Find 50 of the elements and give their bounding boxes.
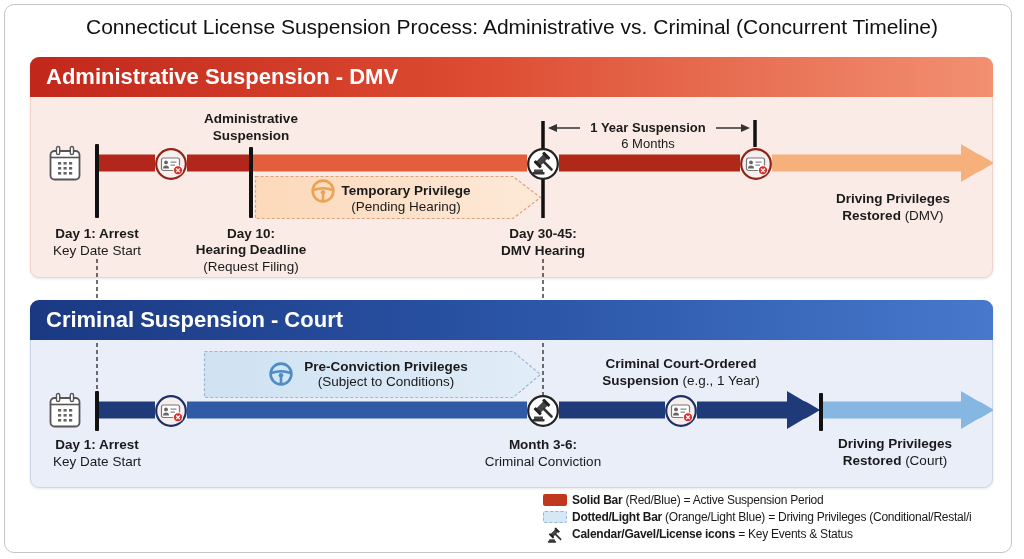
dimension-note: 6 Months [621,136,675,153]
timeline-panel [30,57,993,278]
milestone-label: Day 30-45: DMV Hearing [500,226,586,259]
box-note: (Pending Hearing) [351,199,461,216]
dimension-label: 1 Year Suspension [590,120,706,137]
panel-header: Criminal Suspension - Court [30,300,993,340]
id-card-icon [155,395,187,427]
milestone-label: Day 1: Arrest [55,437,139,454]
dashed-connector [542,258,544,396]
milestone-tick [249,147,253,218]
milestone-note: Criminal Conviction [484,454,602,471]
timeline-arrow [823,391,993,429]
panel-header: Administrative Suspension - DMV [30,57,993,97]
id-card-icon [665,395,697,427]
timeline-bar [99,154,155,172]
milestone-label: Day 10: [227,226,275,243]
dashed-connector [96,258,98,392]
milestone-note: (Request Filing) [203,259,299,276]
timeline-bar [253,154,527,172]
timeline-bar [187,401,527,419]
status-label: Driving Privileges Restored (DMV) [834,191,951,224]
milestone-tick [95,144,99,218]
timeline-bar [99,401,155,419]
timeline-arrow [697,391,819,429]
timeline-bar [559,401,665,419]
milestone-note: Key Date Start [53,242,141,259]
diagram-title: Connecticut License Suspension Process: Administrative vs. Criminal (Concurrent Timeline) [86,14,938,40]
timeline-bar [559,154,740,172]
legend-text: Solid Bar (Red/Blue) = Active Suspension Period [572,493,824,508]
gavel-milestone-marker [527,121,559,218]
milestone-label: Month 3-6: [508,437,578,454]
milestone-tick [819,393,823,431]
milestone-label: Day 1: Arrest [55,226,139,243]
milestone-tick [95,391,99,431]
milestone-label: Hearing Deadline [195,242,307,259]
timeline-panel [30,300,993,488]
legend-text: Dotted/Light Bar (Orange/Light Blue) = Driving Privileges (Conditional/Restal/i [572,510,972,525]
timeline-bar [187,154,249,172]
timeline-arrow [772,144,993,182]
id-card-icon [155,148,187,180]
milestone-label: Administrative Suspension [203,111,299,144]
box-title: Temporary Privilege [341,183,471,200]
id-card-icon [740,148,772,180]
gavel-icon [527,395,559,427]
box-title: Pre-Conviction Privileges [304,359,468,376]
legend-text: Calendar/Gavel/License icons = Key Events & Status [572,527,853,542]
milestone-note: Key Date Start [53,454,141,471]
box-note: (Subject to Conditions) [317,374,455,391]
status-label: Driving Privileges Restored (Court) [836,436,953,469]
milestone-note: Criminal Court-Ordered Suspension (e.g., 1 Year) [601,356,761,389]
